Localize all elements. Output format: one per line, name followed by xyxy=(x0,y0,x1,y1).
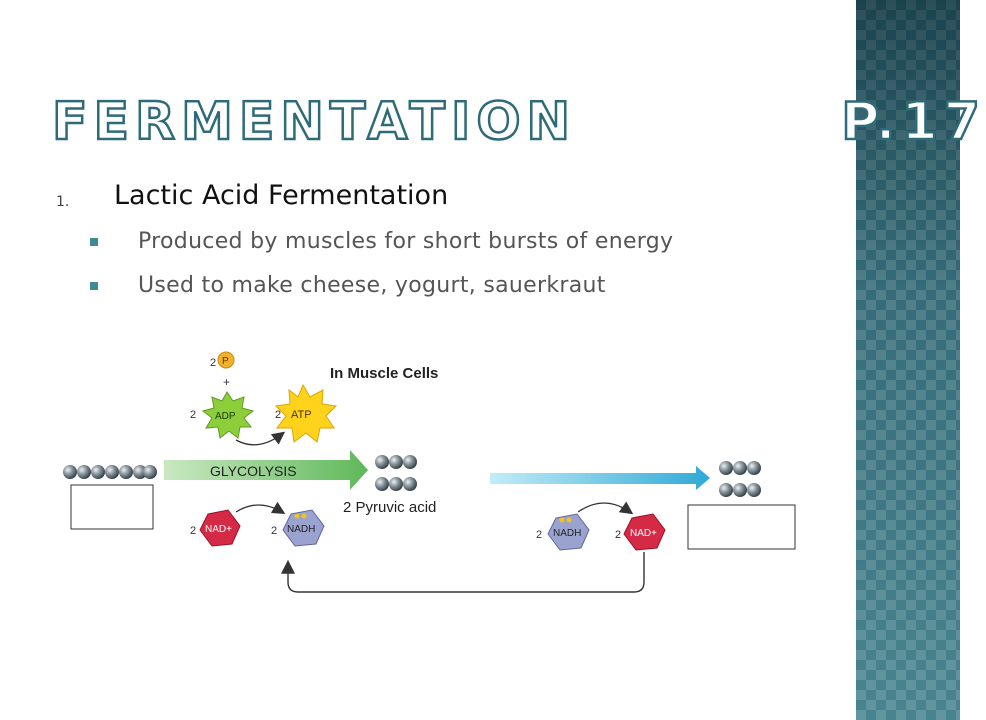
nadh-right-hexagon-icon xyxy=(547,513,590,551)
phosphate-icon xyxy=(217,351,235,369)
plus-sign: + xyxy=(223,375,230,389)
bullet-square-icon xyxy=(90,282,98,290)
nadh-to-nad-arrow xyxy=(577,501,634,515)
nadh-left-hexagon-icon xyxy=(282,509,325,547)
atp-label: ATP xyxy=(291,409,312,421)
nad-to-nadh-arrow xyxy=(235,501,286,514)
answer-box-left[interactable] xyxy=(70,484,154,530)
nadh-left-label: NADH xyxy=(287,524,315,535)
slide: Fermentation p.17 1. Lactic Acid Ferment… xyxy=(51,0,981,720)
lactic-fermentation-diagram: GLYCOLYSIS 2 Pyruvic acid 2 P + In Muscl… xyxy=(63,351,796,593)
list-number: 1. xyxy=(56,194,70,210)
product-molecules xyxy=(719,461,761,497)
nad-left-label: NAD+ xyxy=(205,524,232,535)
fermentation-arrow xyxy=(490,466,710,490)
nad-left-hexagon-icon xyxy=(199,509,241,547)
page-reference: p.17 xyxy=(840,91,986,154)
nad-left-coefficient: 2 xyxy=(190,525,196,537)
adp-burst-icon xyxy=(201,391,255,439)
glycolysis-arrow: GLYCOLYSIS xyxy=(164,450,368,490)
answer-box-right[interactable] xyxy=(687,504,796,550)
side-decoration-panel xyxy=(856,0,960,720)
nad-right-coefficient: 2 xyxy=(615,529,621,541)
context-label: In Muscle Cells xyxy=(330,365,438,382)
bullet-square-icon xyxy=(90,238,98,246)
main-bullet: Lactic Acid Fermentation xyxy=(114,180,449,211)
slide-title: Fermentation p.17 xyxy=(51,91,986,154)
nadh-left-coefficient: 2 xyxy=(271,525,277,537)
nad-right-label: NAD+ xyxy=(630,528,657,539)
sub-bullet-1: Produced by muscles for short bursts of … xyxy=(138,229,674,254)
nadh-right-label: NADH xyxy=(553,528,581,539)
nad-recycle-arrow xyxy=(281,552,645,593)
sub-bullet-2: Used to make cheese, yogurt, sauerkraut xyxy=(138,273,606,298)
adp-to-atp-arrow xyxy=(235,431,286,446)
atp-coefficient: 2 xyxy=(275,409,281,421)
pyruvic-acid-molecules xyxy=(375,455,417,491)
atp-burst-icon xyxy=(274,383,338,443)
adp-label: ADP xyxy=(215,411,236,422)
pyruvic-acid-label: 2 Pyruvic acid xyxy=(343,499,436,516)
phosphate-label: P xyxy=(222,356,229,367)
adp-coefficient: 2 xyxy=(190,409,196,421)
phosphate-coefficient: 2 xyxy=(210,357,216,369)
title-text: Fermentation xyxy=(51,91,577,154)
glucose-molecule xyxy=(63,465,157,479)
nad-right-hexagon-icon xyxy=(623,513,666,551)
glycolysis-label: GLYCOLYSIS xyxy=(210,463,297,479)
nadh-right-coefficient: 2 xyxy=(536,529,542,541)
